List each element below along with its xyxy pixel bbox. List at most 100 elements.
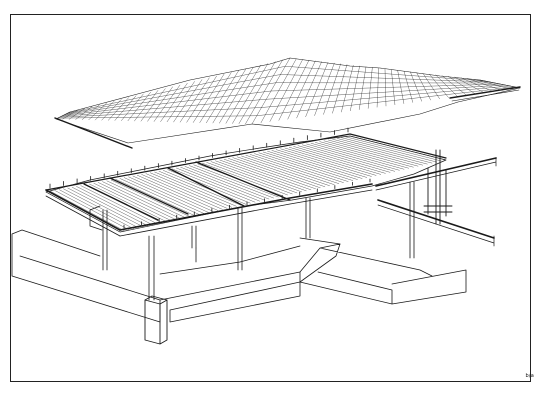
deck-joist	[184, 166, 270, 200]
deck-joist	[302, 144, 395, 172]
deck-joist	[341, 137, 437, 163]
deck-joist	[349, 135, 447, 161]
deck-joist	[71, 187, 149, 227]
drawing-stamp: b/a	[525, 373, 534, 379]
deck-joist	[132, 175, 214, 212]
deck-joist	[145, 173, 228, 209]
corner-post-cluster	[423, 149, 453, 225]
deck-joist	[137, 175, 218, 211]
deck-joist	[115, 179, 195, 216]
deck-joist	[323, 140, 419, 167]
roof-sheet-rib	[280, 74, 491, 83]
deck-joist	[54, 190, 130, 231]
front-plinth	[159, 271, 301, 323]
deck-joist	[332, 139, 428, 165]
deck-joist	[202, 163, 288, 196]
deck-joist	[275, 149, 368, 178]
deck-joist	[254, 153, 344, 183]
deck-joist	[154, 171, 237, 207]
column-rear-right	[409, 181, 415, 259]
deck-joist	[280, 148, 372, 177]
deck-joist	[219, 159, 307, 192]
cross-girder-2	[109, 177, 189, 215]
roof-sheet-rib	[61, 99, 267, 117]
deck-joist	[210, 161, 298, 194]
deck-joist	[50, 191, 125, 232]
deck-joist	[284, 147, 377, 176]
deck-joist	[119, 178, 200, 215]
deck-joist	[93, 183, 172, 221]
roof-sheet-rib	[270, 83, 501, 92]
deck-joist	[241, 155, 330, 186]
main-longitudinal-beam	[119, 183, 373, 231]
roof-sheet-outline	[55, 57, 521, 144]
deck-joist	[228, 158, 316, 189]
column-mid-3	[305, 197, 311, 239]
roof-sheet-rib	[64, 82, 276, 115]
roof-corrugation-lines	[55, 57, 521, 125]
deck-joist	[180, 167, 265, 201]
deck-joist	[141, 174, 223, 210]
exploded-roof-sheeting	[54, 57, 521, 149]
main-roof-frame	[45, 127, 497, 247]
left-wall	[11, 229, 161, 323]
deck-joist	[193, 164, 279, 198]
cross-girder-4	[195, 161, 291, 201]
deck-joist	[258, 152, 349, 182]
detached-beam-right-inner	[451, 89, 520, 102]
deck-joist	[336, 138, 433, 164]
front-low-wall	[89, 205, 103, 231]
deck-joist	[297, 145, 391, 173]
central-step	[299, 243, 433, 283]
column-front-mid	[148, 235, 155, 301]
deck-joist	[215, 160, 302, 193]
deck-joist	[249, 154, 340, 184]
deck-joist	[345, 136, 442, 162]
deck-joist	[171, 168, 256, 203]
deck-joist	[289, 147, 381, 175]
roof-sheet-rib	[261, 85, 511, 108]
deck-joist	[328, 139, 423, 166]
roof-sheet-rib	[59, 107, 262, 118]
deck-joist	[262, 151, 354, 181]
right-wall	[299, 269, 467, 305]
deck-joist	[63, 188, 139, 229]
deck-joist	[123, 177, 205, 214]
roof-sheet-rib	[62, 90, 272, 116]
deck-joist	[293, 146, 386, 174]
roof-sheet-rib	[68, 66, 286, 114]
sheet-border	[10, 14, 531, 382]
deck-joist	[310, 143, 405, 170]
deck-joist	[102, 181, 181, 219]
deck-joist	[223, 159, 312, 191]
roof-sheet-rib	[66, 74, 281, 114]
deck-joist	[245, 155, 335, 185]
deck-joist	[163, 170, 246, 205]
detached-beam-right	[449, 86, 521, 99]
main-longitudinal-beam-lower	[119, 189, 373, 237]
deck-joist	[176, 167, 260, 202]
deck-joist	[232, 157, 321, 188]
deck-joist	[76, 186, 153, 225]
deck-joist	[158, 171, 242, 206]
roof-sheet-rib	[266, 84, 506, 100]
deck-joist	[150, 172, 232, 208]
deck-joist	[189, 165, 274, 199]
rear-edge-beam	[45, 133, 447, 191]
inner-wall	[159, 237, 341, 275]
deck-joist	[106, 180, 186, 218]
roof-edge-beam	[54, 117, 133, 149]
roof-sheet-rib	[256, 86, 516, 116]
roof-sheet-rib	[57, 115, 257, 119]
front-edge-beam-lower	[45, 195, 121, 237]
columns	[102, 181, 415, 345]
deck-joist	[306, 143, 400, 171]
deck-joist	[236, 156, 326, 187]
front-edge-beam	[45, 189, 121, 231]
column-pedestal	[144, 295, 168, 345]
base-walls	[11, 205, 467, 323]
column-mid-2	[237, 207, 243, 271]
deck-joist	[58, 189, 135, 230]
